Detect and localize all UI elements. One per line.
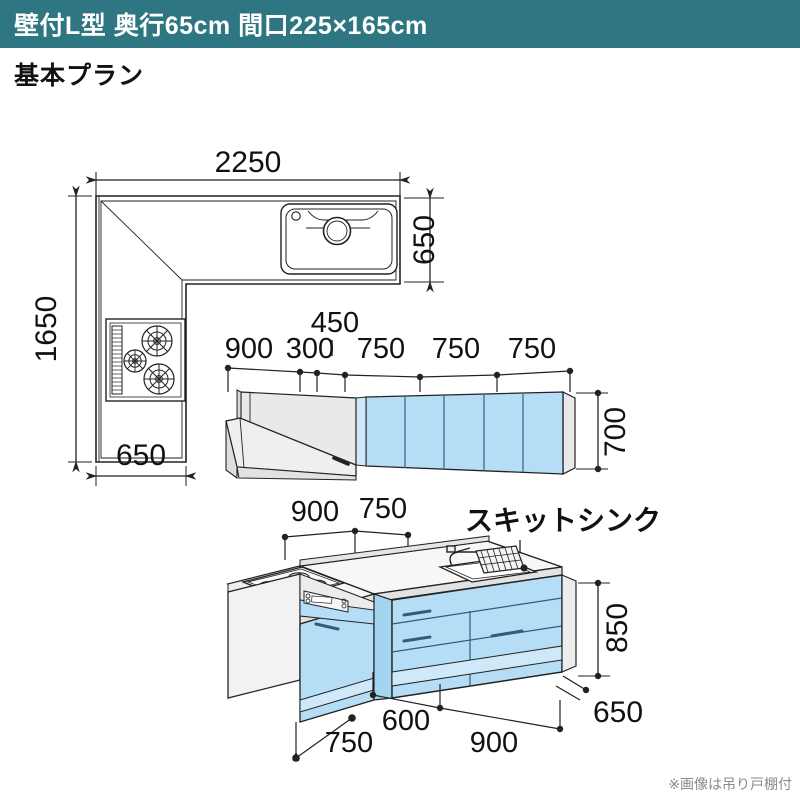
faucet — [446, 545, 478, 567]
dim-right-650 — [404, 187, 444, 293]
header-bar: 壁付L型 奥行65cm 間口225×165cm — [0, 0, 800, 48]
wall-dim-750-c: 750 — [508, 333, 556, 365]
base-dim-750-top: 750 — [359, 493, 407, 525]
handle-drawer-1 — [402, 609, 432, 617]
handle-drawer-3 — [490, 629, 524, 638]
dim-left-1650 — [68, 185, 92, 473]
oven-control-panel — [303, 590, 349, 613]
base-dim-900-top: 900 — [291, 496, 339, 528]
base-dim-600-bottom: 600 — [382, 705, 430, 737]
cooktop-plan — [105, 318, 186, 402]
sink-elevation — [437, 545, 539, 583]
wall-cabinet-body — [236, 389, 576, 475]
range-hood — [225, 417, 357, 481]
burner-rear — [141, 325, 173, 357]
wall-cabinet-group: 900 300 450 750 750 750 — [224, 307, 632, 481]
plan-subtitle: 基本プラン — [14, 62, 145, 90]
wall-dim-300: 300 — [286, 333, 334, 365]
wall-dim-750-b: 750 — [432, 333, 480, 365]
base-cabinet-bodies — [227, 573, 577, 723]
dim-label-right-650: 650 — [408, 215, 441, 265]
dim-label-650-depth: 650 — [593, 696, 643, 729]
dim-label-1650: 1650 — [30, 296, 63, 363]
base-top-dots — [281, 527, 412, 541]
dim-label-700: 700 — [599, 407, 632, 457]
dim-bottom-650 — [85, 466, 197, 486]
sink-plan — [280, 203, 398, 275]
burner-small — [123, 349, 147, 373]
wall-dim-900: 900 — [225, 333, 273, 365]
dim-label-bottom-650: 650 — [116, 439, 166, 472]
base-cabinet-group: 900 750 スキットシンク — [225, 493, 661, 762]
footnote: ※画像は吊り戸棚付 — [668, 776, 792, 792]
sink-callout-label: スキットシンク — [465, 505, 661, 536]
wall-dim-750-a: 750 — [357, 333, 405, 365]
base-bottom-dots — [369, 691, 564, 733]
dim-850 — [578, 579, 610, 680]
dim-top-2250 — [85, 172, 411, 196]
dim-label-850: 850 — [601, 603, 634, 653]
dim-650-depth — [555, 675, 590, 701]
handle-drawer-2 — [402, 635, 432, 643]
base-dim-750-bottom: 750 — [325, 727, 373, 759]
wall-dim-450: 450 — [311, 307, 359, 339]
page-title: 壁付L型 奥行65cm 間口225×165cm — [14, 12, 428, 40]
floor-plan-group: 2250 650 1650 650 — [30, 146, 444, 486]
dish-rack — [475, 545, 525, 574]
dim-label-2250: 2250 — [215, 146, 282, 179]
burner-front — [143, 363, 175, 395]
dim-700 — [576, 389, 608, 473]
wall-dim-dots — [224, 364, 574, 381]
handle-left-drawer — [314, 622, 340, 631]
base-dim-900-bottom: 900 — [470, 727, 518, 759]
